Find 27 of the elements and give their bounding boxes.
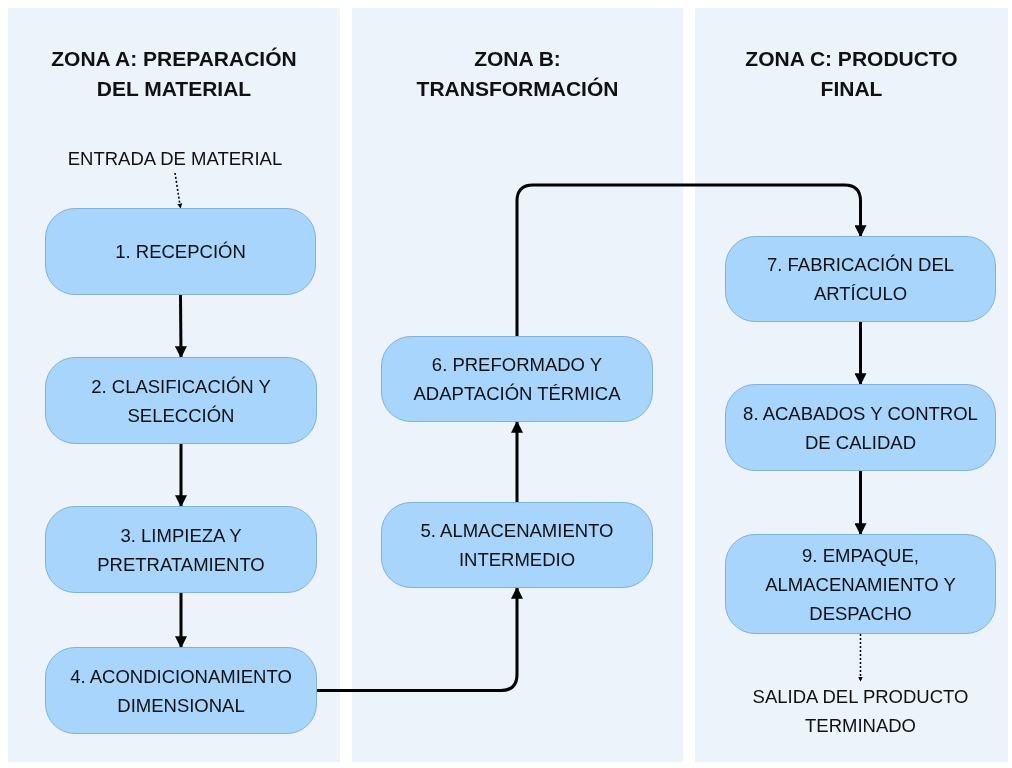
- flow-terminal-text: SALIDA DEL PRODUCTO TERMINADO: [725, 681, 996, 741]
- arrow: [175, 444, 187, 508]
- process-box: 3. LIMPIEZA Y PRETRATAMIENTO: [45, 506, 317, 593]
- process-box: 2. CLASIFICACIÓN Y SELECCIÓN: [45, 357, 317, 444]
- zone-panel: [8, 8, 340, 762]
- process-box: 5. ALMACENAMIENTO INTERMEDIO: [381, 502, 653, 588]
- zone-heading: ZONA C: PRODUCTO FINAL: [744, 46, 959, 102]
- arrow: [317, 586, 523, 692]
- zone-panel: [352, 8, 683, 762]
- arrow: [174, 172, 183, 209]
- arrow: [854, 322, 867, 386]
- process-box: 9. EMPAQUE, ALMACENAMIENTO Y DESPACHO: [725, 534, 996, 634]
- arrow: [858, 633, 863, 682]
- flow-terminal-text: ENTRADA DE MATERIAL: [40, 143, 310, 173]
- zone-panel: [695, 8, 1008, 762]
- zone-heading: ZONA B: TRANSFORMACIÓN: [415, 46, 620, 102]
- process-box: 4. ACONDICIONAMIENTO DIMENSIONAL: [45, 647, 317, 734]
- process-box: 1. RECEPCIÓN: [45, 208, 316, 295]
- process-box: 8. ACABADOS Y CONTROL DE CALIDAD: [725, 384, 996, 471]
- arrow: [511, 420, 523, 502]
- arrow: [174, 295, 187, 359]
- arrow: [854, 471, 867, 536]
- arrow: [175, 593, 187, 649]
- process-box: 7. FABRICACIÓN DEL ARTÍCULO: [725, 236, 996, 322]
- arrow: [515, 183, 867, 336]
- zone-heading: ZONA A: PREPARACIÓN DEL MATERIAL: [50, 46, 298, 102]
- process-box: 6. PREFORMADO Y ADAPTACIÓN TÉRMICA: [381, 336, 653, 422]
